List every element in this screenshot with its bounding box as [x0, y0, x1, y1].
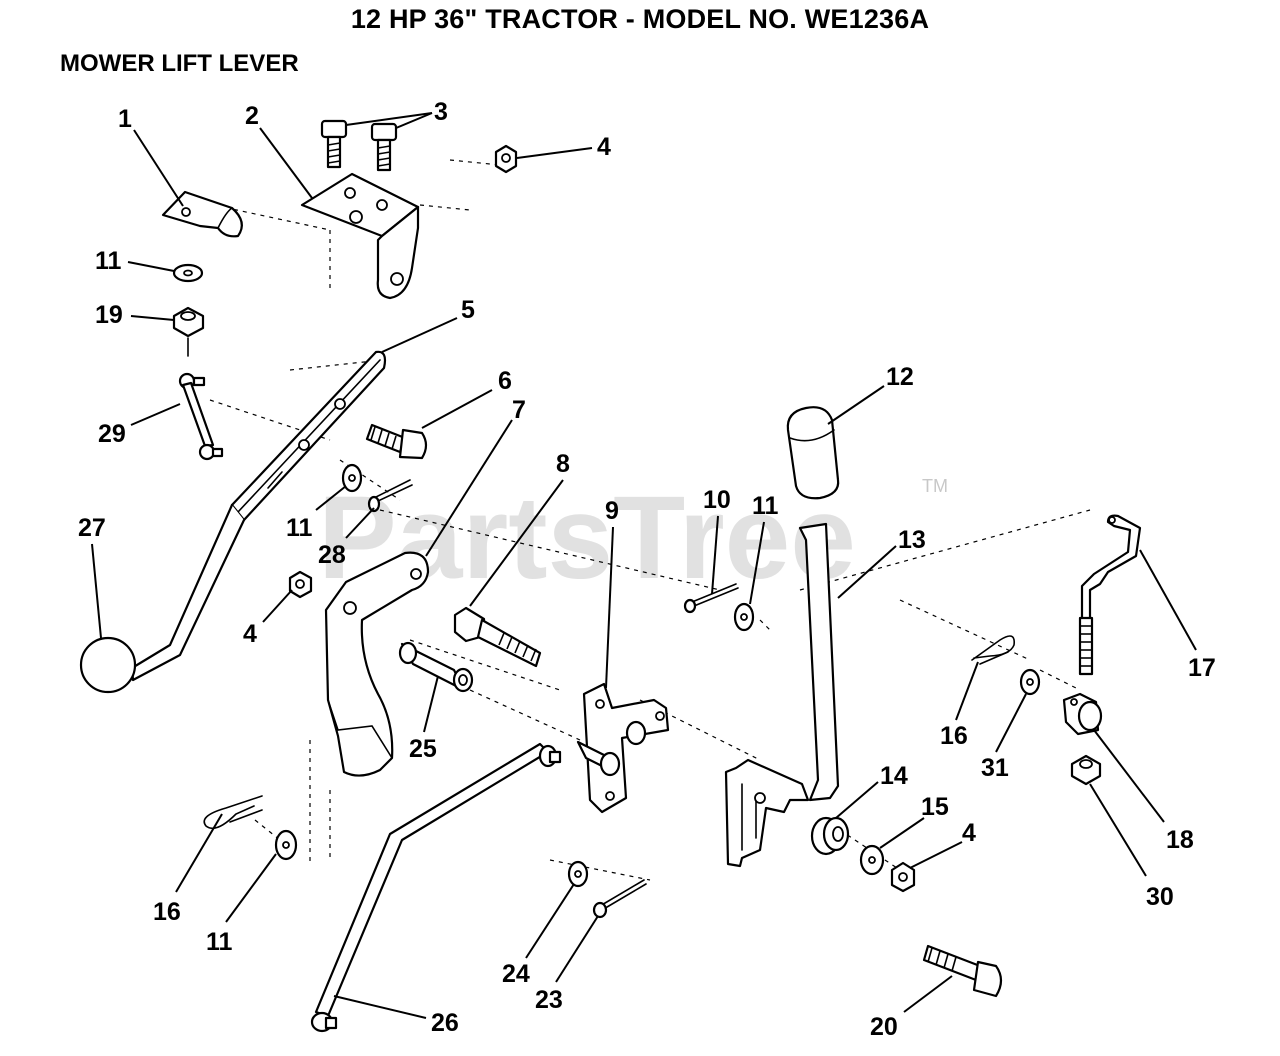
part-17-adjustment-rod: [1078, 514, 1142, 676]
part-1-clip: [161, 190, 243, 238]
part-18-trunnion: [1062, 692, 1103, 736]
part-11-washer-bottom: [274, 829, 298, 861]
callout-27: 27: [78, 514, 106, 542]
part-31-washer: [1019, 668, 1041, 696]
part-30-nut: [1070, 754, 1102, 786]
part-20-bolt: [922, 944, 1003, 998]
part-5-lift-link: [130, 350, 387, 682]
callout-19: 19: [95, 301, 123, 329]
part-11-washer-right: [733, 602, 755, 632]
callout-24: 24: [502, 960, 530, 988]
callout-8: 8: [556, 450, 570, 478]
part-24-washer: [567, 860, 589, 888]
part-10-cotter-pin: [683, 583, 739, 614]
part-9-bracket-plate: [576, 682, 670, 814]
callout-28: 28: [318, 541, 346, 569]
leader-lines: [91, 112, 1197, 1019]
callout-6: 6: [498, 367, 512, 395]
callout-20: 20: [870, 1013, 898, 1041]
part-4-nut-top: [494, 144, 518, 174]
callout-12: 12: [886, 363, 914, 391]
callout-labels: 1 2 3 4 11 19 5 29 6 7 27 11 28 8 9 10 1…: [78, 98, 1216, 1041]
part-25-spacer-tube: [398, 641, 474, 693]
part-19-nut: [172, 306, 205, 357]
callout-7: 7: [512, 396, 526, 424]
part-8-bolt: [453, 606, 542, 668]
alignment-lines: [189, 159, 1091, 881]
callout-4-middle: 4: [243, 620, 257, 648]
part-14-bushing: [810, 816, 850, 856]
callout-31: 31: [981, 754, 1009, 782]
part-28-pin: [367, 479, 413, 513]
callout-10: 10: [703, 486, 731, 514]
part-27-knob: [79, 636, 137, 694]
part-13-lift-lever: [724, 522, 840, 868]
watermark-trademark: TM: [922, 476, 948, 496]
callout-16-left: 16: [153, 898, 181, 926]
callout-13: 13: [898, 526, 926, 554]
callout-11-middle: 11: [286, 514, 313, 542]
part-12-handle-grip: [786, 406, 840, 500]
callout-25: 25: [409, 735, 437, 763]
callout-11-right: 11: [752, 492, 779, 520]
part-16-hairpin-clip-left: [203, 795, 263, 830]
callout-18: 18: [1166, 826, 1194, 854]
part-29-link-rod: [178, 372, 224, 461]
part-15-washer: [859, 844, 885, 876]
part-11-washer-top: [172, 263, 204, 283]
callout-5: 5: [461, 296, 475, 324]
part-16-hairpin-clip-right: [971, 635, 1016, 665]
callout-2: 2: [245, 102, 259, 130]
page-title: 12 HP 36" TRACTOR - MODEL NO. WE1236A: [350, 4, 930, 34]
callout-30: 30: [1146, 883, 1174, 911]
part-7-plate: [324, 551, 430, 777]
callout-11-top: 11: [95, 247, 122, 275]
part-4-nut-middle: [288, 570, 313, 599]
callout-3: 3: [434, 98, 448, 126]
callout-26: 26: [431, 1009, 459, 1037]
part-6-bolt: [365, 423, 428, 460]
callout-4-lower: 4: [962, 819, 976, 847]
part-4-nut-lower: [890, 861, 916, 893]
section-title: MOWER LIFT LEVER: [60, 50, 299, 77]
part-3-bolt-left: [320, 119, 348, 169]
part-26-lift-rod: [310, 742, 562, 1033]
callout-29: 29: [98, 420, 126, 448]
part-23-pin: [592, 879, 647, 919]
part-3-bolt-right: [370, 122, 398, 172]
part-11-washer-middle: [341, 463, 363, 493]
callout-1: 1: [118, 105, 132, 133]
callout-15: 15: [921, 793, 949, 821]
callout-23: 23: [535, 986, 563, 1014]
callout-9: 9: [605, 497, 619, 525]
part-2-bracket: [300, 172, 420, 300]
callout-14: 14: [880, 762, 908, 790]
callout-4-top: 4: [597, 133, 611, 161]
callout-11-bottom: 11: [206, 928, 233, 956]
callout-16-right: 16: [940, 722, 968, 750]
callout-17: 17: [1188, 654, 1216, 682]
